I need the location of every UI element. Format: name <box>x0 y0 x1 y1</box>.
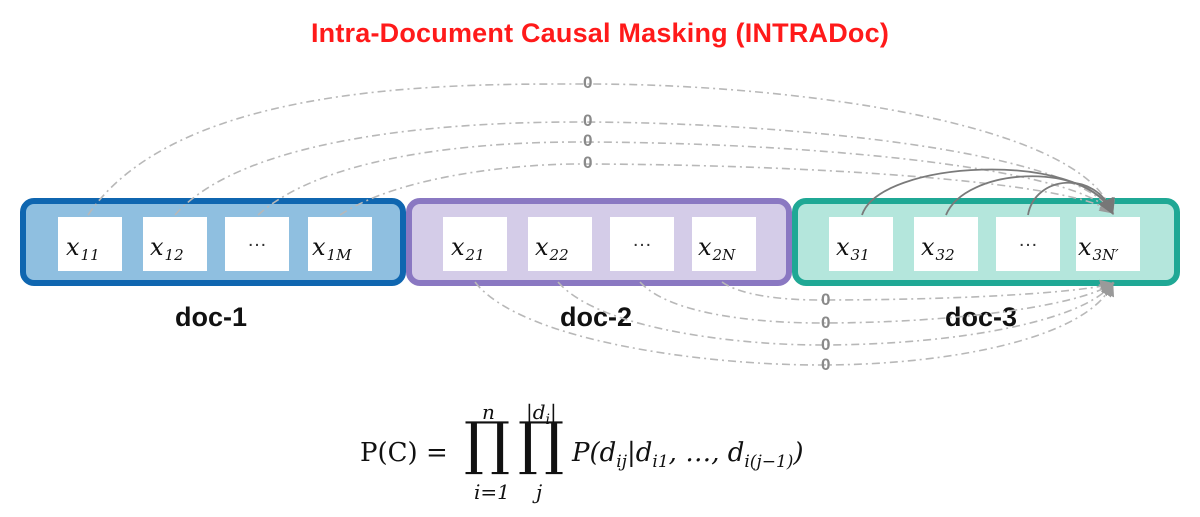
product-lower-j: j <box>536 480 543 504</box>
token-x1M-box <box>308 217 372 271</box>
mask-zero: 0 <box>821 355 831 374</box>
mask-zero: 0 <box>821 313 831 332</box>
token-x31-box <box>829 217 893 271</box>
token-x11: x11 <box>66 233 100 264</box>
token-x32: x32 <box>921 233 955 264</box>
token-x12-box <box>143 217 207 271</box>
token-ellipsis: … <box>632 229 652 251</box>
token-x22: x22 <box>535 233 569 264</box>
formula-rhs: P(dij|di1, …, di(j−1)) <box>572 438 804 473</box>
mask-zero: 0 <box>821 335 831 354</box>
mask-zero: 0 <box>583 73 593 92</box>
token-ellipsis-box <box>996 217 1060 271</box>
masked-arc-ellipsis-2 <box>639 281 1115 324</box>
diagram-title: Intra-Document Causal Masking (INTRADoc) <box>310 18 890 48</box>
token-x21: x21 <box>451 233 485 264</box>
token-ellipsis-box <box>610 217 674 271</box>
token-x3N-box <box>1076 217 1140 271</box>
token-x12: x12 <box>150 233 184 264</box>
mask-zero: 0 <box>583 153 593 172</box>
masked-arc-ellipsis <box>257 141 1114 216</box>
token-ellipsis-box <box>225 217 289 271</box>
masked-arc-x12 <box>174 121 1114 216</box>
token-x21-box <box>443 217 507 271</box>
formula-lhs: P(C) = <box>360 438 448 468</box>
token-x2N: x2N <box>698 233 736 264</box>
token-x32-box <box>914 217 978 271</box>
product-upper-di: |di| <box>526 400 557 428</box>
mask-zero: 0 <box>583 131 593 150</box>
doc-1-label: doc-1 <box>175 302 248 332</box>
attend-arc-x32 <box>945 175 1114 216</box>
attend-arc-x31 <box>861 168 1114 216</box>
token-x31: x31 <box>836 233 870 264</box>
token-x3N-prime: x3N′ <box>1078 233 1119 264</box>
product-symbol: ∏ <box>518 409 565 477</box>
token-ellipsis: … <box>1018 229 1038 251</box>
product-symbol: ∏ <box>464 409 511 477</box>
token-x1M: x1M <box>312 233 352 264</box>
mask-zero: 0 <box>821 290 831 309</box>
product-lower-i: i=1 <box>474 480 510 504</box>
product-upper-n: n <box>482 400 495 424</box>
masked-arc-x11 <box>87 83 1115 216</box>
masked-arc-x1M <box>339 163 1115 216</box>
token-x22-box <box>528 217 592 271</box>
masked-arc-x21 <box>474 281 1115 366</box>
token-x2N-box <box>692 217 756 271</box>
mask-zero: 0 <box>583 111 593 130</box>
token-ellipsis: … <box>247 229 267 251</box>
masked-arc-x2N <box>721 279 1115 301</box>
attend-arc-ellipsis-3 <box>1027 181 1115 216</box>
masked-arc-x22 <box>557 281 1114 346</box>
token-x11-box <box>58 217 122 271</box>
